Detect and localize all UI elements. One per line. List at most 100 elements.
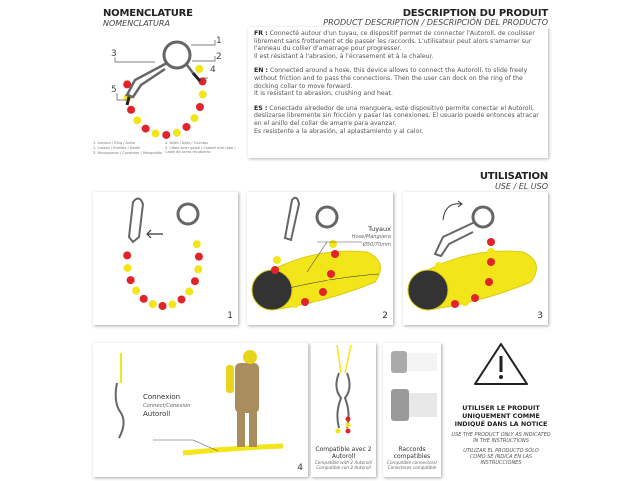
bead — [291, 300, 299, 308]
bead — [195, 64, 204, 73]
nomenclature-illustration: 1 2 3 4 5 — [111, 36, 222, 139]
ring-icon — [162, 40, 192, 70]
legend-item: 1. Anneau / Ring / Anillo — [93, 141, 136, 145]
step-1-panel: 1 — [93, 192, 238, 325]
bead — [485, 278, 493, 286]
bead — [151, 129, 160, 138]
bead — [487, 258, 495, 266]
hose-label: Tuyaux — [368, 225, 391, 233]
description-es-2: Es resistente a la abrasión, al aplastam… — [254, 127, 424, 135]
warning-notice: UTILISER LE PRODUIT UNIQUEMENT COMME IND… — [445, 342, 557, 466]
compatible-connectors-title: Raccords compatibles — [393, 446, 431, 460]
nomenclature-subtitle: NOMENCLATURA — [103, 19, 170, 28]
bead — [177, 295, 186, 304]
bead — [329, 240, 337, 248]
bead — [194, 252, 203, 261]
warning-fr: UTILISER LE PRODUIT UNIQUEMENT COMME IND… — [454, 404, 548, 428]
legend-item: 3. Mousqueton / Carabiner / Mosquetón — [93, 151, 163, 155]
warning-es: UTILIZAR EL PRODUCTO SÓLO COMO SE INDICA… — [463, 448, 539, 466]
bead — [126, 276, 135, 285]
bead — [271, 266, 279, 274]
bead — [132, 286, 141, 295]
legend-item: 5. Câble acier galvé / Coated wire rope … — [165, 146, 236, 155]
warning-en: USE THE PRODUCT ONLY AS INDICATED IN THE… — [451, 432, 551, 444]
legend-item: 2. Cosses / thimble / Dedal — [93, 146, 140, 150]
description-en: Connected around a hose, this device all… — [254, 67, 528, 90]
compatible-autoroll-sub-en: Compatible with 2 Autoroll/ — [314, 460, 373, 465]
step-number: 4 — [297, 463, 303, 473]
callout-5: 5 — [111, 85, 117, 95]
step-4-panel: Connexion Connect/Conexión Autoroll 4 — [93, 343, 308, 477]
arrow-left-icon — [146, 229, 163, 239]
hose-line — [182, 443, 284, 456]
bead — [133, 116, 142, 125]
bead — [479, 288, 487, 296]
compatible-connectors-panel: Raccords compatibles Compatible connecto… — [383, 343, 441, 477]
bead — [319, 288, 327, 296]
step-number: 3 — [537, 311, 543, 321]
description-es: Conectado alrededor de una manguera, est… — [254, 104, 539, 127]
description-subtitle: PRODUCT DESCRIPTION / DESCRIPCIÓN DEL PR… — [323, 18, 548, 27]
rotate-arrow-icon — [442, 200, 463, 221]
bead — [158, 301, 167, 310]
bead — [461, 298, 469, 306]
bead — [487, 238, 495, 246]
legend-item: 4. Billes / balls / Cuentas — [165, 141, 209, 145]
bead — [139, 294, 148, 303]
bead — [198, 90, 207, 99]
warning-icon — [474, 343, 528, 385]
bead — [127, 105, 136, 114]
callout-3: 3 — [111, 49, 117, 59]
bead — [190, 114, 199, 123]
description-fr-2: Il est résistant à l'abrasion, à l'écras… — [254, 52, 434, 60]
step-3-panel: 3 — [403, 192, 548, 325]
bead — [162, 130, 171, 139]
callout-4: 4 — [210, 65, 216, 75]
carabiner-icon — [125, 61, 168, 99]
step-number: 2 — [382, 311, 388, 321]
bead — [123, 264, 132, 273]
connexion-label: Connexion — [143, 393, 181, 401]
lang-label-en: EN : — [254, 67, 269, 75]
bead — [185, 287, 194, 296]
bead — [195, 102, 204, 111]
bead — [192, 240, 201, 249]
bead — [148, 300, 157, 309]
callout-2: 2 — [216, 52, 222, 62]
bead — [487, 268, 495, 276]
bead — [273, 256, 281, 264]
compatible-autoroll-panel: Compatible avec 2 Autoroll Compatible wi… — [311, 343, 376, 477]
bead — [172, 128, 181, 137]
step-2-panel: Tuyaux Hose/Manguera Ø50/70mm 2 — [247, 192, 393, 325]
lang-label-es: ES : — [254, 104, 268, 112]
bead — [168, 300, 177, 309]
autoroll-label: Autoroll — [143, 410, 171, 418]
bead — [331, 250, 339, 258]
description-box: FR : Connecté autour d'un tuyau, ce disp… — [248, 27, 548, 158]
compatible-autoroll-title: Compatible avec 2 Autoroll — [315, 446, 372, 460]
callout-1: 1 — [216, 36, 222, 46]
bead — [311, 294, 319, 302]
bead — [435, 262, 443, 270]
bead — [123, 80, 132, 89]
bead — [141, 124, 150, 133]
bead — [471, 294, 479, 302]
nomenclature-title: NOMENCLATURE — [103, 8, 193, 19]
hose-end — [251, 269, 293, 311]
bead — [327, 270, 335, 278]
compatible-connectors-sub-es: Conectores compatible — [387, 465, 437, 470]
bead — [325, 280, 333, 288]
bead — [182, 122, 191, 131]
utilisation-subtitle: USE / EL USO — [494, 182, 548, 191]
bead — [123, 251, 132, 260]
bead — [487, 248, 495, 256]
description-en-2: It is resistant to abrasion, crushing an… — [254, 90, 393, 98]
hose-size: Ø50/70mm — [362, 242, 391, 248]
bead — [329, 260, 337, 268]
lang-label-fr: FR : — [254, 30, 268, 37]
compatible-connectors-sub-en: Compatible connectors/ — [387, 460, 437, 465]
step-number: 1 — [227, 311, 233, 321]
bead — [301, 298, 309, 306]
connexion-sublabel: Connect/Conexión — [143, 402, 191, 409]
compatible-autoroll-sub-es: Compatible con 2 Autoroll — [316, 465, 371, 470]
